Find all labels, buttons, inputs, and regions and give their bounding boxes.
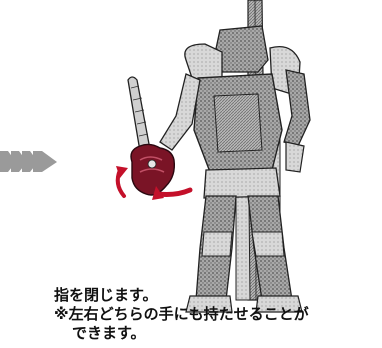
close-fingers-arrows — [115, 166, 193, 200]
robot-figure — [159, 25, 311, 313]
caption-line-2: ※左右どちらの手にも持たせることが — [54, 305, 309, 323]
chevron-stripes — [0, 151, 57, 172]
caption-line-1: 指を閉じます。 — [54, 286, 158, 304]
instruction-caption: 指を閉じます。 ※左右どちらの手にも持たせることが できます。 — [54, 286, 309, 343]
caption-line-3: できます。 — [72, 324, 146, 342]
hand-closing — [130, 143, 176, 196]
